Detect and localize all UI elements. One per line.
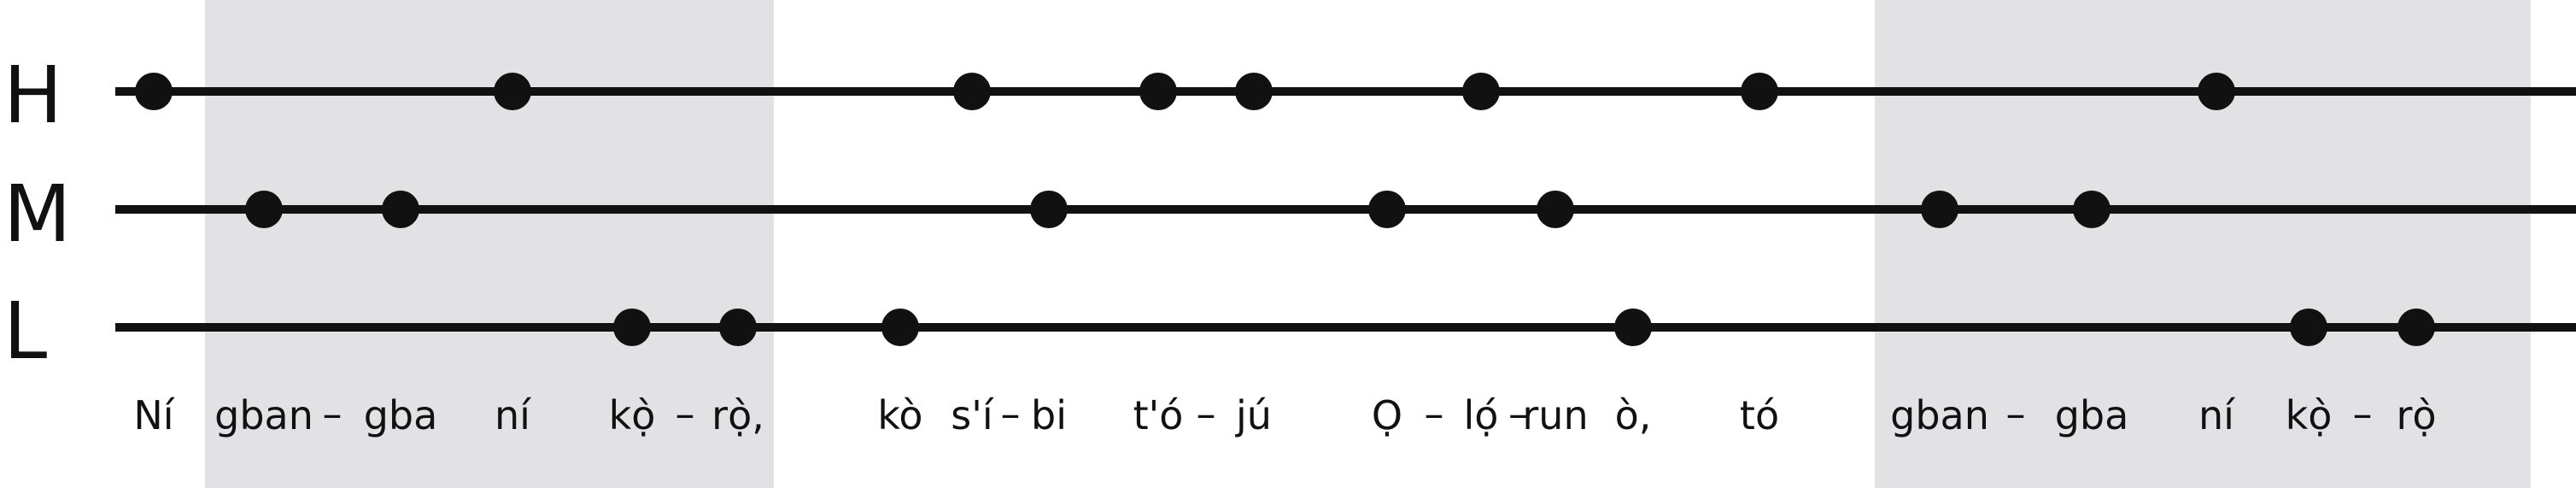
syllable-label-6: rọ̀, xyxy=(711,392,764,438)
syllable-separator-8: – xyxy=(2353,391,2373,437)
syllable-label-13: lọ́ xyxy=(1464,392,1499,438)
highlight-region-1 xyxy=(205,0,774,488)
syllable-separator-2: – xyxy=(676,391,695,437)
syllable-dot-13 xyxy=(1462,73,1500,110)
syllable-dot-18 xyxy=(2073,191,2111,228)
syllable-dot-14 xyxy=(1537,191,1574,228)
syllable-label-20: kọ̀ xyxy=(2286,392,2333,438)
syllable-dot-10 xyxy=(1139,73,1177,110)
syllable-dot-12 xyxy=(1368,191,1406,228)
syllable-separator-7: – xyxy=(2006,391,2026,437)
syllable-label-7: kò xyxy=(877,392,922,438)
syllable-dot-9 xyxy=(1030,191,1068,228)
tier-label-h: H xyxy=(3,50,62,141)
syllable-label-2: gban xyxy=(214,392,313,438)
syllable-dot-8 xyxy=(953,73,991,110)
syllable-dot-20 xyxy=(2290,309,2327,346)
syllable-dot-21 xyxy=(2397,309,2435,346)
syllable-label-16: tó xyxy=(1740,392,1779,438)
syllable-dot-2 xyxy=(245,191,283,228)
syllable-dot-19 xyxy=(2198,73,2235,110)
syllable-separator-1: – xyxy=(323,391,342,437)
syllable-label-9: bi xyxy=(1031,392,1067,438)
syllable-dot-11 xyxy=(1235,73,1273,110)
syllable-separator-3: – xyxy=(1001,391,1021,437)
syllable-label-11: jú xyxy=(1235,392,1272,438)
syllable-label-12: Ọ xyxy=(1372,392,1402,438)
syllable-label-10: t'ó xyxy=(1133,392,1184,438)
syllable-dot-4 xyxy=(494,73,531,110)
highlight-regions xyxy=(205,0,2531,488)
syllable-label-15: ò, xyxy=(1615,392,1652,438)
syllable-label-5: kọ̀ xyxy=(609,392,656,438)
syllable-label-21: rọ̀ xyxy=(2396,392,2436,438)
syllable-label-3: gba xyxy=(364,392,438,438)
syllable-label-17: gban xyxy=(1890,392,1989,438)
syllable-label-4: ní xyxy=(495,392,531,438)
syllable-dot-1 xyxy=(135,73,173,110)
syllable-label-1: Ní xyxy=(133,392,174,438)
syllable-dot-15 xyxy=(1614,309,1652,346)
syllable-dot-3 xyxy=(382,191,419,228)
tier-label-l: L xyxy=(3,285,47,377)
syllable-label-14: run xyxy=(1522,392,1588,438)
tier-label-m: M xyxy=(3,168,71,260)
syllable-dot-6 xyxy=(719,309,757,346)
syllable-separator-5: – xyxy=(1425,391,1444,437)
syllable-dot-5 xyxy=(613,309,651,346)
syllable-label-18: gba xyxy=(2055,392,2129,438)
tone-labels: HML xyxy=(3,50,71,377)
syllable-separator-4: – xyxy=(1197,391,1216,437)
syllable-label-19: ní xyxy=(2198,392,2235,438)
syllable-dot-16 xyxy=(1741,73,1778,110)
syllable-dot-7 xyxy=(881,309,919,346)
syllable-separator-6: – xyxy=(1508,391,1528,437)
syllable-dot-17 xyxy=(1921,191,1958,228)
syllable-dots xyxy=(135,73,2435,346)
syllable-label-8: s'í xyxy=(951,392,994,438)
